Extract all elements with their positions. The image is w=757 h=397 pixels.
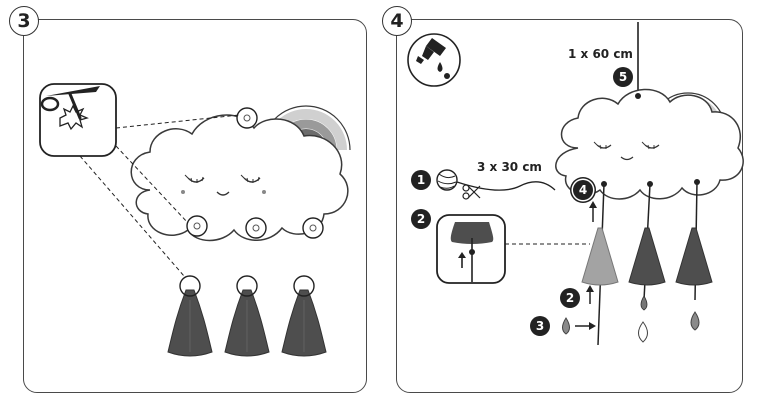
zoom-guide-lines (79, 114, 240, 277)
step-number-3: 3 (9, 6, 39, 36)
short-cord-length-label: 3 x 30 cm (477, 160, 542, 174)
drop-bead (562, 295, 700, 343)
yarn-ball-icon (436, 169, 458, 191)
badge-step-2: 2 (560, 288, 580, 308)
badge-step-5: 5 (613, 67, 633, 87)
step-number-4: 4 (382, 6, 412, 36)
step-4-panel (396, 19, 743, 393)
cloud (555, 88, 744, 200)
hole-marker (179, 275, 315, 297)
cone-bell (167, 289, 327, 357)
hole-marker (186, 107, 324, 239)
arrow-right-icon (575, 322, 596, 330)
scissors-icon (40, 86, 100, 120)
cone-bell (581, 227, 713, 286)
long-cord-length-label: 1 x 60 cm (568, 47, 633, 61)
badge-step-1: 1 (411, 170, 431, 190)
cone-threading-inset (436, 214, 506, 284)
scissors-icon (462, 184, 481, 200)
glue-bottle-icon (407, 33, 461, 87)
scissors-zoom-inset (39, 83, 117, 157)
arrow-up-icon (586, 201, 597, 304)
badge-step-2: 2 (411, 209, 431, 229)
badge-step-4: 4 (573, 180, 593, 200)
short-cord (456, 181, 556, 191)
badge-step-3: 3 (530, 316, 550, 336)
